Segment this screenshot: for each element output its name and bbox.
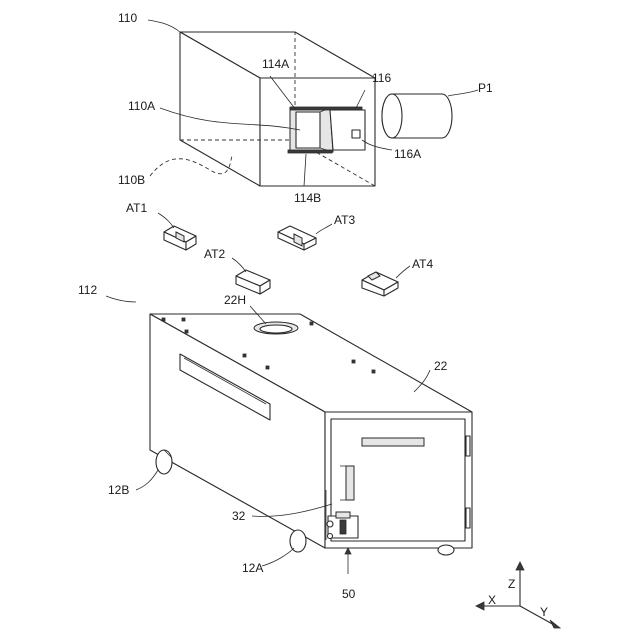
label-axis-Z: Z [508,577,515,591]
label-114B: 114B [294,191,321,205]
front-slot [362,438,424,446]
cabinet-112 [150,314,472,555]
part-AT2 [236,270,270,294]
rail-114B [288,150,332,153]
label-22: 22 [434,359,448,373]
label-AT4: AT4 [412,257,433,271]
label-116A: 116A [394,147,421,161]
label-110B: 110B [118,173,145,187]
label-110A: 110A [128,99,155,113]
caster-rear [438,545,454,555]
label-P1: P1 [478,81,493,95]
caster-12B [156,450,172,474]
label-112: 112 [78,283,97,297]
label-12B: 12B [108,483,129,497]
label-110: 110 [118,11,137,25]
hinge-lower [466,508,470,528]
label-32: 32 [232,509,246,523]
label-116: 116 [372,71,391,85]
part-AT1 [164,226,196,250]
sensor-116A [352,130,360,138]
door-handle [346,466,354,500]
upper-box-110 [180,32,375,186]
label-22H: 22H [224,293,246,307]
label-12A: 12A [242,561,263,575]
label-AT3: AT3 [334,213,355,227]
hinge-upper [466,436,470,456]
part-AT3 [278,226,316,250]
label-50: 50 [342,587,356,601]
label-AT2: AT2 [204,247,225,261]
caster-12A [290,530,306,552]
label-114A: 114A [262,57,289,71]
cylinder-P1 [382,94,452,138]
label-axis-Y: Y [540,605,548,619]
label-AT1: AT1 [126,201,147,215]
label-axis-X: X [488,593,496,607]
part-AT4 [362,272,398,296]
